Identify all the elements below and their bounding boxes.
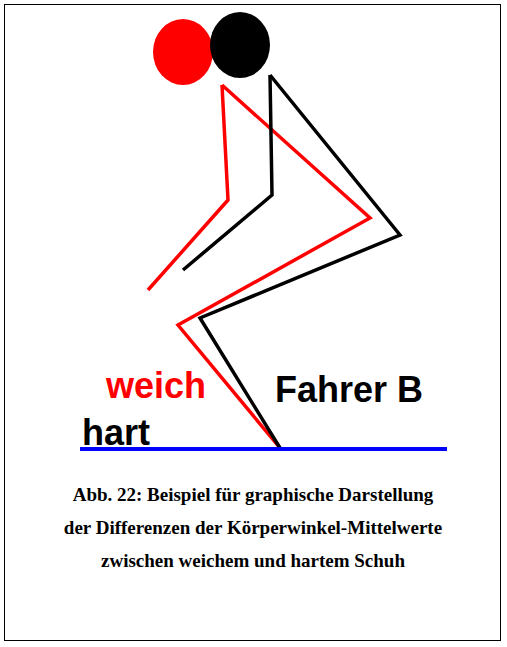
legend-label: hart: [82, 415, 150, 451]
figure-caption: Abb. 22: Beispiel für graphische Darstel…: [63, 478, 443, 577]
figure-frame: [4, 4, 501, 641]
rider-label: Fahrer B: [275, 372, 423, 408]
legend-label: weich: [106, 368, 206, 404]
